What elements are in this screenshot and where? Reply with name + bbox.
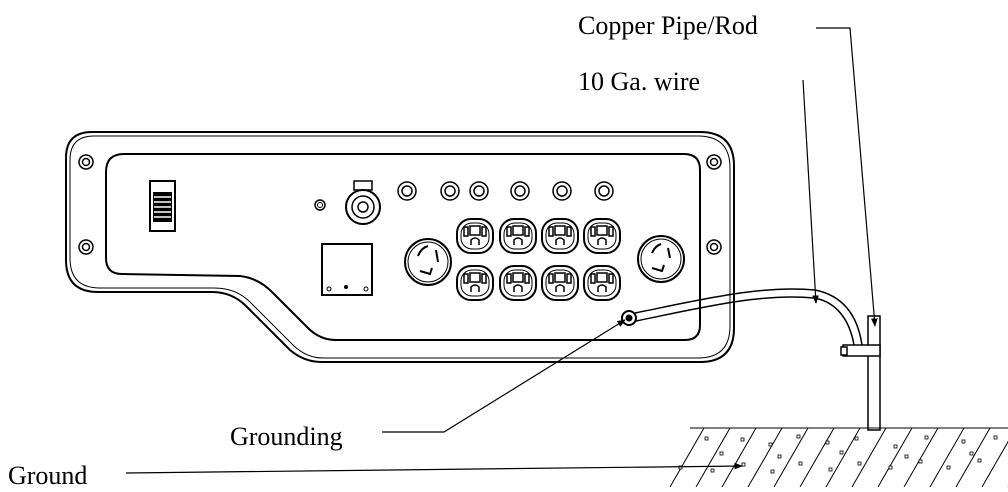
ground-wire [634,288,863,346]
duplex-outlet [499,218,537,254]
soil-dot [904,454,909,459]
corner-screw [78,154,94,170]
panel-inner-face [105,153,701,341]
soil-dot [893,444,898,449]
dc-socket [345,180,381,225]
indicator-light [314,199,326,211]
soil-dot [740,437,745,442]
duplex-outlet [456,218,494,254]
soil-dot [828,467,833,472]
control-panel [65,131,735,363]
copper-rod [840,315,881,431]
soil-dot [993,435,998,440]
corner-screw [706,154,722,170]
circuit-breaker [397,181,417,201]
hatch-line [825,428,861,487]
circuit-breaker [440,181,460,201]
duplex-outlet [499,265,537,301]
ground-leader [125,462,743,474]
grounding-terminal [621,310,637,326]
copper-pipe-leader [816,27,878,327]
soil-dot [946,465,951,470]
soil-dot [796,434,801,439]
duplex-outlet [456,265,494,301]
circuit-breaker [594,181,614,201]
hatch-line [981,428,1008,487]
hatch-line [747,428,783,487]
soil-dot [741,462,746,467]
soil-dot [768,442,773,447]
soil-dot [977,458,982,463]
hatch-line [721,428,757,487]
grounding-leader [382,319,626,433]
hatch-line [695,428,731,487]
hatch-line [903,428,939,487]
soil-dot [798,461,803,466]
grounding-label: Grounding [230,422,343,451]
panel-outer-outline [65,131,735,363]
soil-dot [888,465,893,470]
soil-dot [777,454,782,459]
hatch-line [666,428,679,487]
callout-lines [125,27,878,474]
soil-dot [678,465,683,470]
hatch-line [877,428,913,487]
hatch-line [799,428,835,487]
soil-dot [719,451,724,456]
soil-dot [704,436,709,441]
meter-box [321,243,373,296]
soil-dot [710,468,715,473]
soil-dot [825,440,830,445]
rocker-switch [149,180,176,232]
twist-lock-receptacle-right [637,235,685,283]
hatch-line [929,428,965,487]
soil-dot [969,451,974,456]
duplex-outlets [456,218,621,301]
twist-lock-receptacle-left [404,238,452,286]
hatch-line [773,428,809,487]
corner-screw [706,239,722,255]
corner-screw [78,239,94,255]
soil-dot [770,469,775,474]
duplex-outlet [541,218,579,254]
soil-dot [839,450,844,455]
soil-dot [924,435,929,440]
soil-dot [854,436,859,441]
copper-pipe-label: Copper Pipe/Rod [578,11,758,40]
duplex-outlet [541,265,579,301]
panel-outer-outline-inner [69,135,731,359]
ground-surface [666,427,1008,487]
circuit-breaker [510,181,530,201]
circuit-breaker [469,181,489,201]
hatch-line [851,428,887,487]
wire-label: 10 Ga. wire [578,67,700,96]
circuit-breaker [552,181,572,201]
hatch-line [669,428,705,487]
ground-label: Ground [8,461,87,487]
soil-dot [961,439,966,444]
duplex-outlet [583,218,621,254]
wire-leader [802,79,819,304]
duplex-outlet [583,265,621,301]
hatch-line [955,428,991,487]
soil-dot [918,459,923,464]
soil-dot [857,461,862,466]
